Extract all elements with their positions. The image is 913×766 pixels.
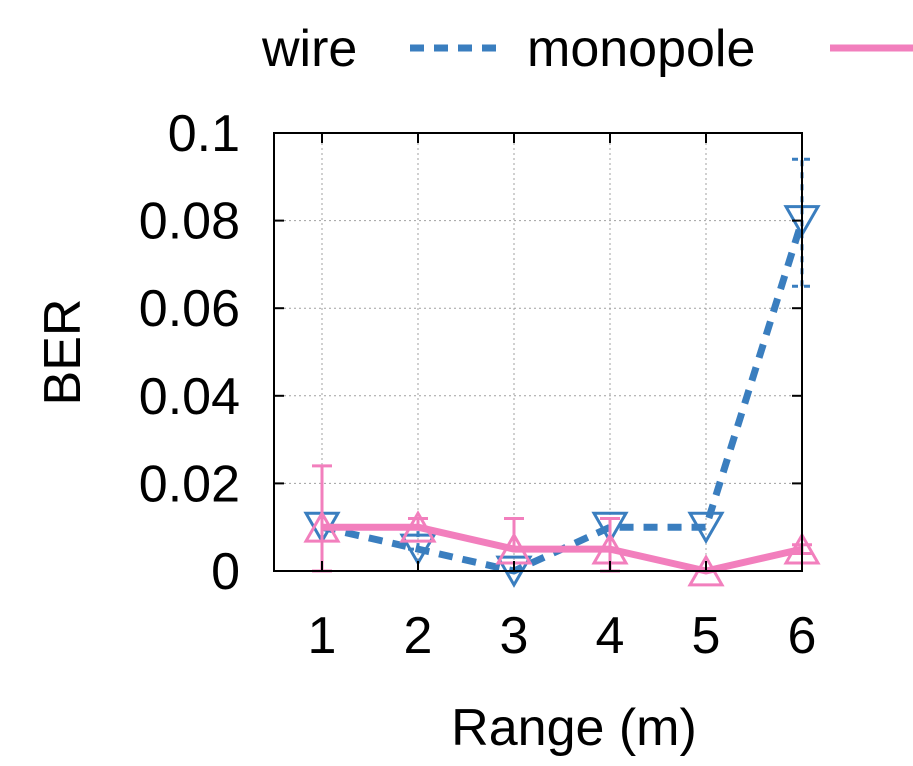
series-line [322, 523, 803, 575]
series-layer [303, 157, 821, 588]
data-point [303, 510, 341, 543]
grid-layer [274, 132, 803, 571]
x-tick-label: 2 [404, 607, 433, 665]
y-tick-label: 0.04 [139, 368, 240, 426]
legend-label-wire: wire [261, 20, 357, 78]
data-point [591, 511, 629, 545]
data-point [687, 511, 725, 545]
x-axis-title: Range (m) [451, 699, 697, 757]
y-tick-label: 0.02 [139, 455, 240, 513]
y-tick-label: 0.06 [139, 280, 240, 338]
x-tick-label: 5 [692, 607, 721, 665]
x-tick-label: 6 [788, 607, 817, 665]
y-tick-label: 0.08 [139, 193, 240, 251]
data-point [399, 510, 437, 543]
x-tick-label: 3 [500, 607, 529, 665]
series-monopole [303, 464, 821, 587]
x-tick-label: 1 [308, 607, 337, 665]
x-tick-label: 4 [596, 607, 625, 665]
legend-label-monopole: monopole [527, 20, 755, 78]
plot-frame [273, 132, 803, 572]
y-tick-label: 0 [211, 543, 240, 601]
y-axis-title: BER [34, 299, 92, 406]
series-wire [303, 157, 821, 588]
data-point [399, 533, 437, 567]
axes-layer: 1 2 3 4 5 6 0 0.02 0.04 0.06 0.08 0.1 [139, 105, 817, 665]
y-tick-label: 0.1 [168, 105, 240, 163]
legend-layer: wire monopole [261, 20, 913, 78]
